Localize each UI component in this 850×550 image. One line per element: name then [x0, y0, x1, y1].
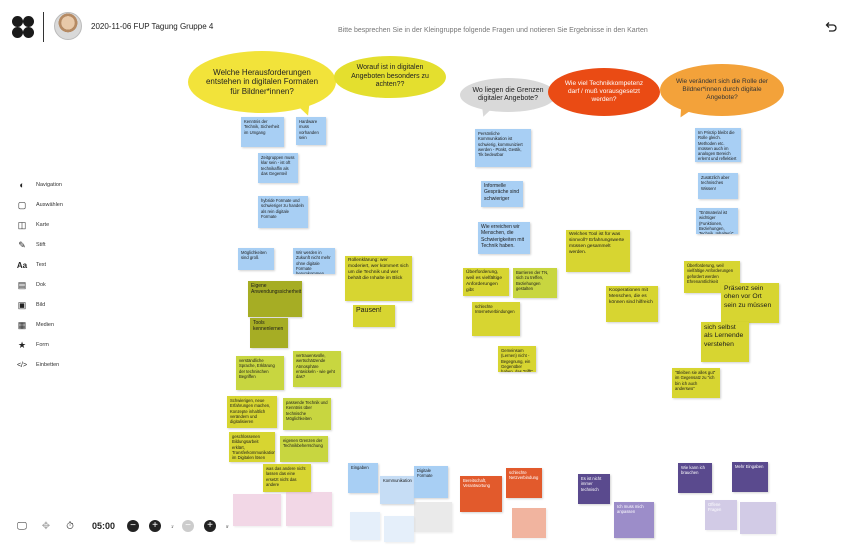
sticky-note[interactable]: [512, 508, 546, 538]
media-icon: ▦: [17, 319, 27, 330]
sticky-note[interactable]: Mehr Eingaben: [732, 462, 768, 492]
cursor-icon: ◐: [19, 180, 25, 190]
sticky-note[interactable]: schlechte Netzverbindung: [506, 468, 542, 498]
sticky-note[interactable]: verständliche Sprache, Erklärung der tec…: [236, 356, 284, 390]
sticky-note[interactable]: [286, 492, 332, 526]
sticky-note[interactable]: Informelle Gespräche sind schwieriger: [481, 181, 523, 207]
sticky-note[interactable]: Gemeinsam (Lernen) nicht - Begegnung, ei…: [498, 346, 536, 372]
monitor-icon[interactable]: 🖵: [17, 520, 27, 532]
timer-display: 05:00: [92, 521, 116, 531]
tool-select[interactable]: ▢Auswählen: [17, 199, 63, 210]
sticky-note[interactable]: Im Prinzip bleibt die Rolle gleich. Meth…: [695, 128, 741, 162]
sticky-note[interactable]: schlechte Internetverbindungen: [472, 302, 520, 336]
sticky-note[interactable]: Persönliche Kommunikation ist schwierig,…: [475, 129, 531, 167]
document-icon: ▤: [17, 279, 27, 290]
question-bubble-attention[interactable]: Worauf ist in digitalen Angeboten besond…: [334, 56, 446, 98]
sticky-note[interactable]: Wie erreichen wir Menschen, die Schwieri…: [478, 222, 530, 254]
sticky-note[interactable]: vertrauensvolle, wertschätzende Atmosphä…: [293, 351, 341, 387]
undo-icon[interactable]: [824, 20, 838, 34]
sticky-note[interactable]: [740, 502, 776, 534]
tool-card[interactable]: ◫Karte: [17, 219, 50, 230]
sticky-note[interactable]: Bereitschaft, Verantwortung: [460, 476, 502, 512]
sticky-note[interactable]: eigenen Grenzen der Technikbeherrschung: [280, 436, 328, 462]
tool-document[interactable]: ▤Dok: [17, 279, 46, 290]
app-logo[interactable]: [12, 16, 34, 38]
sticky-note[interactable]: Welches Tool ist für was sinnvoll? Erfah…: [566, 230, 630, 272]
question-bubble-tech-competence[interactable]: Wie viel Technikkompetenz darf / muß vor…: [548, 68, 660, 116]
sticky-note[interactable]: Eingaben: [348, 463, 378, 493]
pen-icon: ✎: [18, 239, 26, 250]
move-icon[interactable]: ✥: [41, 520, 51, 532]
sticky-note[interactable]: Hardware muss vorhanden sein: [296, 117, 326, 145]
step-label-secondary: 5': [226, 523, 230, 529]
board-title: 2020-11-06 FUP Tagung Gruppe 4: [91, 22, 214, 31]
sticky-note[interactable]: passende Technik und Kenntnis über techn…: [283, 398, 331, 430]
sticky-note[interactable]: [350, 512, 380, 540]
step-label: 1': [171, 523, 175, 529]
question-bubble-limits[interactable]: Wo liegen die Grenzen digitaler Angebote…: [460, 78, 556, 112]
tool-pen[interactable]: ✎Stift: [16, 235, 63, 255]
header-divider: [43, 12, 44, 42]
text-icon: Aa: [16, 260, 28, 270]
shape-icon: ★: [17, 339, 27, 350]
sticky-note[interactable]: Überforderung, weil vielfältige Anforder…: [684, 261, 740, 293]
sticky-note[interactable]: Pausen!: [353, 305, 395, 327]
stopwatch-icon[interactable]: ⏱: [66, 520, 74, 532]
question-bubble-role-change[interactable]: Wie verändert sich die Rolle der Bildner…: [660, 64, 784, 116]
sticky-note[interactable]: Kooperationen mit Menschen, die es könne…: [606, 286, 658, 322]
bubble-tail: [478, 105, 492, 119]
avatar[interactable]: [54, 12, 82, 40]
sticky-note[interactable]: "Bleiben sie alles gut" im Gegensatz zu …: [672, 368, 720, 398]
sticky-note[interactable]: Digitale Formate: [414, 466, 448, 498]
sticky-note[interactable]: was das andere nicht lassen das eine ers…: [263, 464, 311, 492]
tool-embed[interactable]: </>Einbetten: [16, 355, 63, 375]
sticky-note[interactable]: Zusätzlich aber technisches Wissen!: [698, 173, 738, 199]
sticky-note[interactable]: Rollenklärung: wer moderiert, wer kümmer…: [345, 256, 412, 301]
tool-media[interactable]: ▦Medien: [17, 319, 55, 330]
sticky-note[interactable]: Eigene Anwendungssicherheit: [248, 281, 302, 317]
sticky-note[interactable]: [384, 516, 414, 542]
sticky-note[interactable]: Überforderung, weil es vielfältige Anfor…: [463, 268, 509, 296]
sticky-note[interactable]: Barrieren der TN, sich zu treffen, Bezie…: [513, 268, 557, 298]
sticky-note[interactable]: [233, 494, 281, 526]
bottom-bar: 🖵 ✥ ⏱ 05:00 − + 1' − + 5': [16, 520, 237, 532]
tool-navigation[interactable]: ◐Navigation: [16, 175, 63, 195]
instruction-text: Bitte besprechen Sie in der Kleingruppe …: [338, 27, 648, 34]
tool-image[interactable]: ▣Bild: [17, 299, 46, 310]
sticky-note[interactable]: Kenntnis der Technik, Sicherheit im Umga…: [241, 117, 284, 147]
decrease-button-secondary[interactable]: −: [182, 520, 195, 532]
sticky-note[interactable]: Zeitgruppen muss klar sein - ist oft tec…: [258, 153, 298, 183]
sticky-note[interactable]: Offene Fragen: [705, 500, 737, 530]
question-bubble-challenges[interactable]: Welche Herausforderungen entstehen in di…: [188, 51, 336, 113]
tool-shape[interactable]: ★Form: [17, 339, 49, 350]
sticky-note[interactable]: Ich muss mich anpassen: [614, 502, 654, 538]
sticky-note[interactable]: sich selbst als Lernende verstehen: [701, 322, 749, 362]
embed-icon: </>: [16, 361, 28, 369]
image-icon: ▣: [17, 299, 27, 310]
sticky-note[interactable]: Es ist nicht immer technisch: [578, 474, 610, 504]
select-icon: ▢: [17, 199, 27, 210]
sticky-note[interactable]: Schwierigen, neue Erfahrungen machen, Ko…: [227, 396, 277, 428]
sticky-note[interactable]: Tools kennenlernen: [250, 318, 288, 348]
sticky-note[interactable]: Wie kann ich brauchen: [678, 463, 712, 493]
sticky-note[interactable]: Präsenz sein ohen vor Ort sein zu müssen: [721, 283, 779, 323]
increase-button-secondary[interactable]: +: [204, 520, 217, 532]
sticky-note[interactable]: [414, 502, 452, 532]
increase-button[interactable]: +: [149, 520, 162, 532]
decrease-button[interactable]: −: [127, 520, 140, 532]
sticky-note[interactable]: Möglichkeiten sind groß: [238, 248, 274, 270]
card-icon: ◫: [17, 219, 27, 230]
sticky-note[interactable]: Kommunikation: [380, 476, 414, 504]
sticky-note[interactable]: "Entmaterial ist wichtiger (Funktionen, …: [696, 208, 738, 234]
sticky-note[interactable]: hybride Formate und schwieriger zu hande…: [258, 196, 308, 228]
sticky-note[interactable]: Wir werden in Zukunft nicht mehr ohne di…: [293, 248, 335, 274]
sticky-note[interactable]: geschlossenen Bildungsarbeit erklärt, Tr…: [229, 432, 275, 462]
